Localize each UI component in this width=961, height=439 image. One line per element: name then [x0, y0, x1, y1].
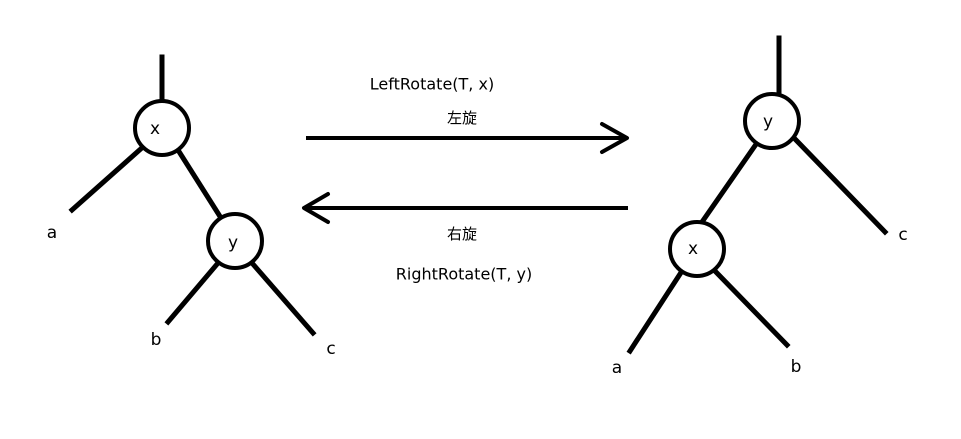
right-tree-node-x-label: x	[688, 239, 698, 259]
left-rotate-chinese-label: 左旋	[447, 109, 477, 127]
left-tree: x y a b c	[47, 54, 336, 359]
right-tree-edge-y-x	[698, 136, 763, 226]
right-tree-node-x: x	[668, 220, 726, 278]
left-tree-node-y-label: y	[228, 233, 238, 253]
right-rotate-arrowhead	[302, 192, 330, 224]
right-rotate-label: RightRotate(T, y)	[396, 265, 532, 284]
right-tree-leaf-a: a	[612, 358, 622, 378]
left-tree-node-y: y	[206, 212, 264, 270]
left-tree-edge-y-c	[248, 259, 317, 337]
right-tree-leaf-b: b	[791, 357, 802, 377]
right-tree-leaf-c: c	[898, 225, 907, 245]
right-rotate-chinese-label: 右旋	[447, 225, 477, 243]
right-tree: y x a b c	[612, 35, 908, 378]
left-tree-leaf-c: c	[326, 339, 335, 359]
right-tree-edge-x-b	[711, 267, 791, 349]
left-tree-leaf-a: a	[47, 223, 57, 243]
left-tree-node-x: x	[133, 99, 191, 157]
left-tree-edge-x-y	[174, 146, 225, 222]
right-tree-edge-x-a	[626, 267, 686, 355]
left-rotate-arrow	[306, 122, 629, 154]
left-tree-leaf-b: b	[151, 330, 162, 350]
left-tree-edge-y-b	[164, 259, 222, 326]
left-tree-node-x-label: x	[150, 119, 160, 139]
right-rotate-arrow	[302, 192, 628, 224]
left-rotate-arrowhead	[600, 122, 629, 154]
right-tree-node-y: y	[743, 92, 801, 150]
left-rotate-label: LeftRotate(T, x)	[370, 75, 494, 94]
right-tree-node-y-label: y	[763, 112, 773, 132]
right-tree-edge-y-c	[792, 136, 889, 236]
left-tree-edge-x-a	[68, 142, 148, 214]
